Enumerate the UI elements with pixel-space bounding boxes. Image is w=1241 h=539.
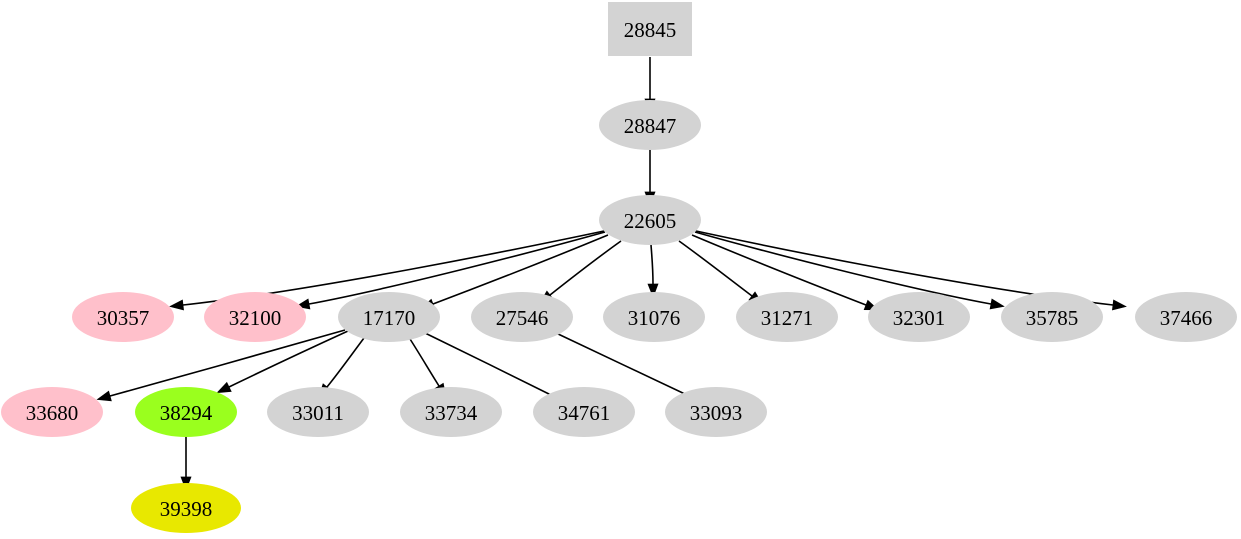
edge-22605-to-32301 (691, 234, 867, 306)
node-28847[interactable]: 28847 (599, 100, 701, 150)
arrowhead-22605-to-35785 (989, 298, 1005, 310)
node-32301[interactable]: 32301 (868, 292, 970, 342)
edge-17170-to-34761 (424, 332, 556, 398)
node-shape-ellipse-35785[interactable] (1001, 292, 1103, 342)
edge-22605-to-27546 (549, 240, 622, 296)
node-22605[interactable]: 22605 (599, 195, 701, 245)
edge-17170-to-33734 (409, 338, 440, 387)
node-33093[interactable]: 33093 (665, 387, 767, 437)
node-32100[interactable]: 32100 (204, 292, 306, 342)
node-shape-ellipse-37466[interactable] (1135, 292, 1237, 342)
node-27546[interactable]: 27546 (471, 292, 573, 342)
node-37466[interactable]: 37466 (1135, 292, 1237, 342)
arrowhead-22605-to-31076 (647, 283, 659, 298)
node-38294[interactable]: 38294 (135, 387, 237, 437)
node-shape-ellipse-27546[interactable] (471, 292, 573, 342)
node-shape-ellipse-31076[interactable] (603, 292, 705, 342)
node-30357[interactable]: 30357 (72, 292, 174, 342)
node-shape-ellipse-30357[interactable] (72, 292, 174, 342)
edge-17170-to-38294 (228, 330, 349, 388)
edge-22605-to-31271 (678, 240, 753, 297)
node-shape-ellipse-17170[interactable] (338, 292, 440, 342)
node-shape-ellipse-33680[interactable] (1, 387, 103, 437)
node-shape-ellipse-22605[interactable] (599, 195, 701, 245)
node-33680[interactable]: 33680 (1, 387, 103, 437)
arrowhead-17170-to-33680 (96, 390, 112, 402)
node-shape-box-28845[interactable] (608, 2, 692, 56)
node-shape-ellipse-28847[interactable] (599, 100, 701, 150)
node-33734[interactable]: 33734 (400, 387, 502, 437)
node-33011[interactable]: 33011 (267, 387, 369, 437)
node-shape-ellipse-33011[interactable] (267, 387, 369, 437)
node-shape-ellipse-33734[interactable] (400, 387, 502, 437)
node-39398[interactable]: 39398 (131, 483, 241, 533)
edge-17170-to-33680 (109, 329, 346, 397)
node-17170[interactable]: 17170 (338, 292, 440, 342)
edges-layer (96, 56, 1127, 491)
node-31271[interactable]: 31271 (736, 292, 838, 342)
node-shape-ellipse-33093[interactable] (665, 387, 767, 437)
edge-22605-to-35785 (694, 231, 992, 305)
node-35785[interactable]: 35785 (1001, 292, 1103, 342)
node-31076[interactable]: 31076 (603, 292, 705, 342)
edge-22605-to-17170 (432, 234, 609, 305)
node-shape-ellipse-32301[interactable] (868, 292, 970, 342)
node-34761[interactable]: 34761 (533, 387, 635, 437)
arrowhead-17170-to-38294 (216, 381, 232, 394)
arrowhead-22605-to-30357 (169, 299, 184, 311)
edge-17170-to-33011 (326, 337, 365, 388)
edge-22605-to-31076 (650, 244, 654, 285)
node-shape-ellipse-39398[interactable] (131, 483, 241, 533)
edge-22605-to-32100 (308, 231, 606, 305)
node-28845[interactable]: 28845 (608, 2, 692, 56)
node-shape-ellipse-31271[interactable] (736, 292, 838, 342)
node-shape-ellipse-34761[interactable] (533, 387, 635, 437)
arrowhead-22605-to-37466 (1112, 299, 1127, 311)
node-shape-ellipse-32100[interactable] (204, 292, 306, 342)
node-shape-ellipse-38294[interactable] (135, 387, 237, 437)
